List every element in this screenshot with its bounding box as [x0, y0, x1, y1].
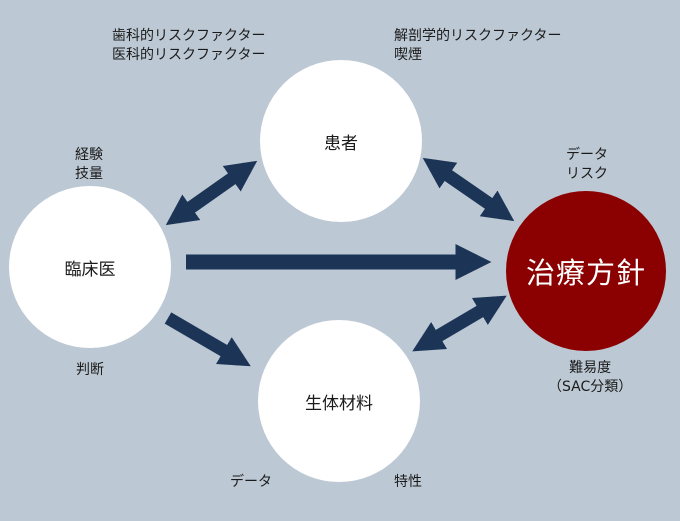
label-judgment: 判断 — [76, 362, 104, 378]
label-patient-risk: 歯科的リスクファクター 医科的リスクファクター — [112, 27, 265, 65]
arrow-biomaterial-treatment — [412, 295, 507, 352]
arrow-clinician-biomaterial — [164, 312, 251, 367]
node-patient-label: 患者 — [324, 133, 358, 154]
label-smoking: 喫煙 — [394, 47, 422, 63]
label-clinician-judgment: 判断 — [76, 361, 104, 380]
label-treatment-difficulty: 難易度 （SAC分類） — [548, 359, 632, 397]
label-material-data: データ — [230, 473, 272, 492]
label-medical-risk: 医科的リスクファクター — [112, 47, 266, 63]
node-biomaterial-label: 生体材料 — [305, 393, 373, 414]
label-sac-classification: （SAC分類） — [548, 379, 633, 395]
node-biomaterial: 生体材料 — [258, 320, 420, 482]
label-material-property: 特性 — [394, 473, 422, 492]
label-data: データ — [566, 147, 608, 163]
label-anatomical-risk-factor: 解剖学的リスクファクター — [394, 28, 562, 44]
label-dental-risk: 歯科的リスクファクター — [112, 28, 266, 44]
label-risk: リスク — [566, 166, 608, 182]
node-treatment-label: 治療方針 — [525, 256, 646, 290]
label-clinician-skill: 経験 技量 — [75, 146, 103, 184]
node-treatment: 治療方針 — [506, 191, 666, 351]
label-skill: 技量 — [75, 166, 103, 182]
node-clinician-label: 臨床医 — [64, 259, 116, 280]
label-material-data-text: データ — [230, 474, 272, 490]
label-experience: 経験 — [75, 147, 103, 163]
label-difficulty: 難易度 — [569, 360, 612, 376]
label-treatment-data: データ リスク — [566, 146, 608, 184]
arrow-patient-treatment — [422, 157, 515, 222]
label-property: 特性 — [394, 474, 422, 490]
node-clinician: 臨床医 — [9, 186, 171, 348]
arrow-clinician-patient — [165, 160, 258, 226]
label-anatomical-risk: 解剖学的リスクファクター 喫煙 — [394, 27, 561, 65]
node-patient: 患者 — [260, 60, 422, 222]
